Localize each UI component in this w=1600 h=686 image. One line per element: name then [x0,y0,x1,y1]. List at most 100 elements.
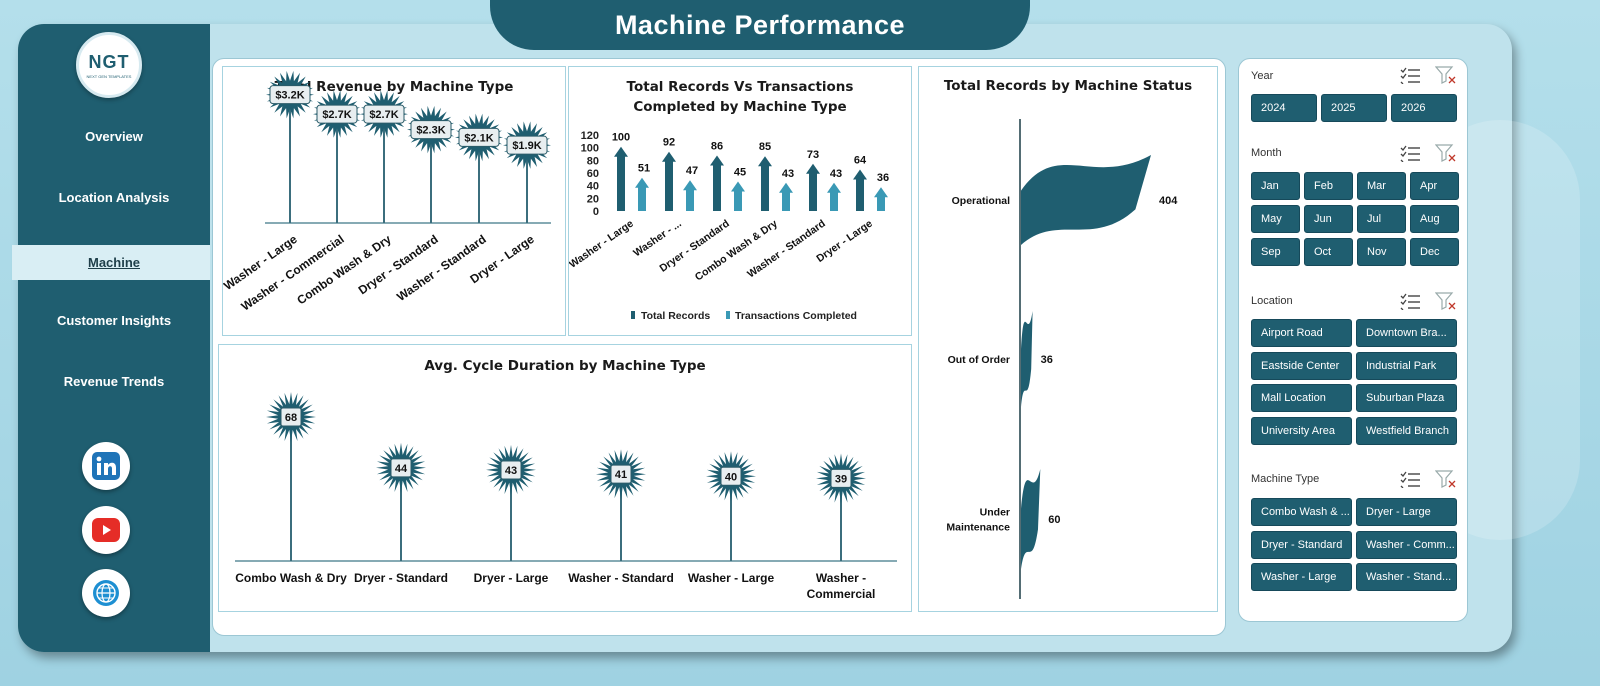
cycle-data-label: 44 [395,463,408,475]
filter-label-machine-type: Machine Type [1251,473,1320,485]
logo: NGT NEXT GEN TEMPLATES [76,32,142,98]
sidebar: NGT NEXT GEN TEMPLATES Overview Location… [12,24,210,652]
filter-option-year[interactable]: 2026 [1391,94,1457,122]
revenue-label-box [316,104,358,124]
filter-option-month[interactable]: Feb [1304,172,1353,200]
page-title: Machine Performance [614,9,906,40]
filter-option-machine-type[interactable]: Washer - Stand... [1356,563,1457,591]
logo-text: NGT [88,51,130,72]
records-ytick: 40 [587,181,599,193]
filter-option-month[interactable]: May [1251,205,1300,233]
status-category-label: Operational [952,195,1010,207]
cycle-category-label: Commercial [807,587,876,601]
records-category-label: Washer - Standard [745,218,828,281]
filter-option-machine-type[interactable]: Combo Wash & ... [1251,498,1352,526]
cycle-label-box [610,464,632,484]
records-category-label: Washer - Large [569,218,636,271]
cycle-label-box [390,458,412,478]
filter-option-year[interactable]: 2024 [1251,94,1317,122]
filter-option-location[interactable]: Eastside Center [1251,351,1352,380]
multi-select-icon[interactable] [1399,292,1421,311]
chart-title-status: Total Records by Machine Status [943,78,1193,94]
sidebar-active-highlight [12,245,210,280]
filter-label-location: Location [1251,295,1293,307]
records-bar-transactions [874,187,888,211]
cycle-category-label: Washer - [816,571,866,585]
filter-option-machine-type[interactable]: Washer - Comm... [1356,530,1457,559]
filter-option-month[interactable]: Mar [1357,172,1406,200]
sidebar-item-revenue-trends[interactable]: Revenue Trends [63,374,165,389]
sidebar-item-customer-insights[interactable]: Customer Insights [56,313,172,328]
records-bar-transactions [827,182,841,211]
records-bar-transactions [683,180,697,211]
globe-icon [93,580,119,606]
filter-option-month[interactable]: Sep [1251,238,1300,266]
logo-subtext: NEXT GEN TEMPLATES [86,73,132,79]
cycle-data-label: 68 [285,412,297,424]
clear-filter-icon[interactable] [1434,144,1457,162]
records-bar-total [806,163,820,211]
filter-option-location[interactable]: Industrial Park [1356,351,1457,380]
records-category-label: Combo Wash & Dry [693,218,780,284]
filter-option-machine-type[interactable]: Dryer - Standard [1251,530,1352,559]
website-button[interactable] [82,569,130,617]
filter-option-month[interactable]: Nov [1357,238,1406,266]
filter-option-month[interactable]: Dec [1410,238,1459,266]
status-category-label: Maintenance [946,522,1010,534]
records-data-label: 100 [612,132,630,144]
filter-option-location[interactable]: Suburban Plaza [1356,384,1457,412]
cycle-category-label: Washer - Large [688,571,775,585]
records-bar-total [710,155,724,211]
records-bar-total [614,146,628,211]
revenue-data-label: $2.7K [322,109,351,121]
filter-option-month[interactable]: Jun [1304,205,1353,233]
records-data-label: 92 [663,137,675,149]
filter-option-month[interactable]: Apr [1410,172,1459,200]
records-bar-total [662,151,676,211]
revenue-label-box [363,104,405,124]
revenue-category-label: Dryer - Standard [356,232,441,297]
filter-option-location[interactable]: University Area [1251,416,1352,445]
clear-filter-icon[interactable] [1434,66,1457,84]
status-category-label: Under [980,507,1010,519]
youtube-button[interactable] [82,506,130,554]
records-data-label: 86 [711,141,723,153]
transactions-data-label: 47 [686,165,698,177]
transactions-data-label: 36 [877,172,889,184]
linkedin-button[interactable] [82,442,130,490]
revenue-data-label: $2.3K [416,125,445,137]
multi-select-icon[interactable] [1399,66,1421,85]
filter-option-month[interactable]: Jul [1357,205,1406,233]
sidebar-item-machine[interactable]: Machine [87,255,140,270]
filter-option-machine-type[interactable]: Dryer - Large [1356,498,1457,526]
filter-option-location[interactable]: Airport Road [1251,319,1352,347]
filter-option-month[interactable]: Jan [1251,172,1300,200]
revenue-label-box [269,85,311,105]
multi-select-icon[interactable] [1399,144,1421,163]
status-flag-bar [1021,311,1033,407]
status-data-label: 404 [1159,195,1178,207]
sidebar-item-location-analysis[interactable]: Location Analysis [58,190,170,205]
filter-option-year[interactable]: 2025 [1321,94,1387,122]
clear-filter-icon[interactable] [1434,470,1457,488]
status-data-label: 36 [1041,354,1053,366]
records-bar-total [853,169,867,211]
filter-option-location[interactable]: Westfield Branch [1356,416,1457,445]
revenue-category-label: Washer - Standard [394,232,489,304]
filter-option-month[interactable]: Oct [1304,238,1353,266]
filter-option-month[interactable]: Aug [1410,205,1459,233]
youtube-icon [92,518,120,542]
records-data-label: 85 [759,141,771,153]
records-data-label: 64 [854,154,867,166]
cycle-label-box [830,468,852,488]
filter-option-location[interactable]: Downtown Bra... [1356,319,1457,347]
records-ytick: 120 [581,130,599,142]
clear-filter-icon[interactable] [1434,292,1457,310]
filter-option-location[interactable]: Mall Location [1251,384,1352,412]
filter-option-machine-type[interactable]: Washer - Large [1251,563,1352,591]
multi-select-icon[interactable] [1399,470,1421,489]
sidebar-item-overview[interactable]: Overview [85,129,143,144]
